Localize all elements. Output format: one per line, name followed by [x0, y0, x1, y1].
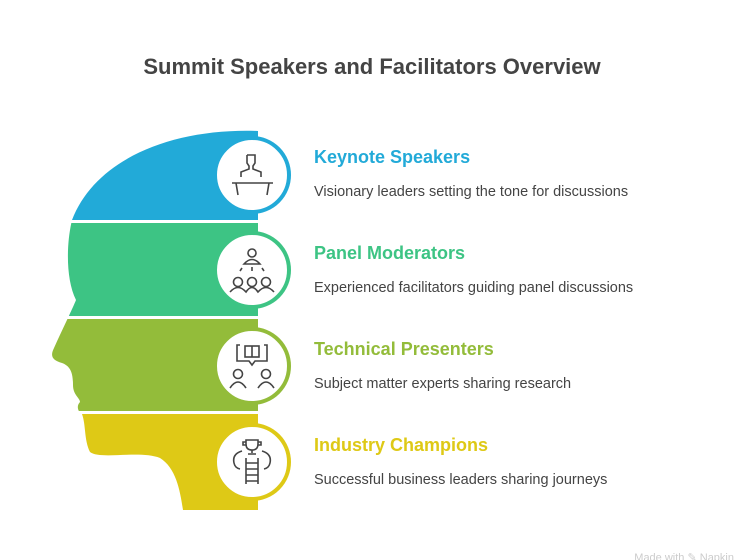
- item-description: Successful business leaders sharing jour…: [314, 472, 608, 488]
- napkin-watermark: Made with ✎ Napkin: [634, 552, 734, 560]
- item-description: Experienced facilitators guiding panel d…: [314, 280, 634, 296]
- podium-speaker-icon: [213, 136, 291, 214]
- item-heading: Industry Champions: [314, 435, 489, 455]
- page-title: Summit Speakers and Facilitators Overvie…: [143, 54, 601, 79]
- item-keynote-speakers: Keynote Speakers Visionary leaders setti…: [314, 147, 628, 200]
- item-industry-champions: Industry Champions Successful business l…: [314, 435, 607, 488]
- item-technical-presenters: Technical Presenters Subject matter expe…: [314, 339, 571, 392]
- item-panel-moderators: Panel Moderators Experienced facilitator…: [314, 243, 633, 296]
- presenters-book-icon: [213, 327, 291, 405]
- item-description: Subject matter experts sharing research: [314, 376, 572, 392]
- trophy-ladder-icon: [213, 423, 291, 501]
- item-heading: Keynote Speakers: [314, 147, 471, 167]
- moderator-group-icon: [213, 231, 291, 309]
- item-heading: Technical Presenters: [314, 339, 494, 359]
- item-heading: Panel Moderators: [314, 243, 466, 263]
- item-description: Visionary leaders setting the tone for d…: [314, 184, 629, 200]
